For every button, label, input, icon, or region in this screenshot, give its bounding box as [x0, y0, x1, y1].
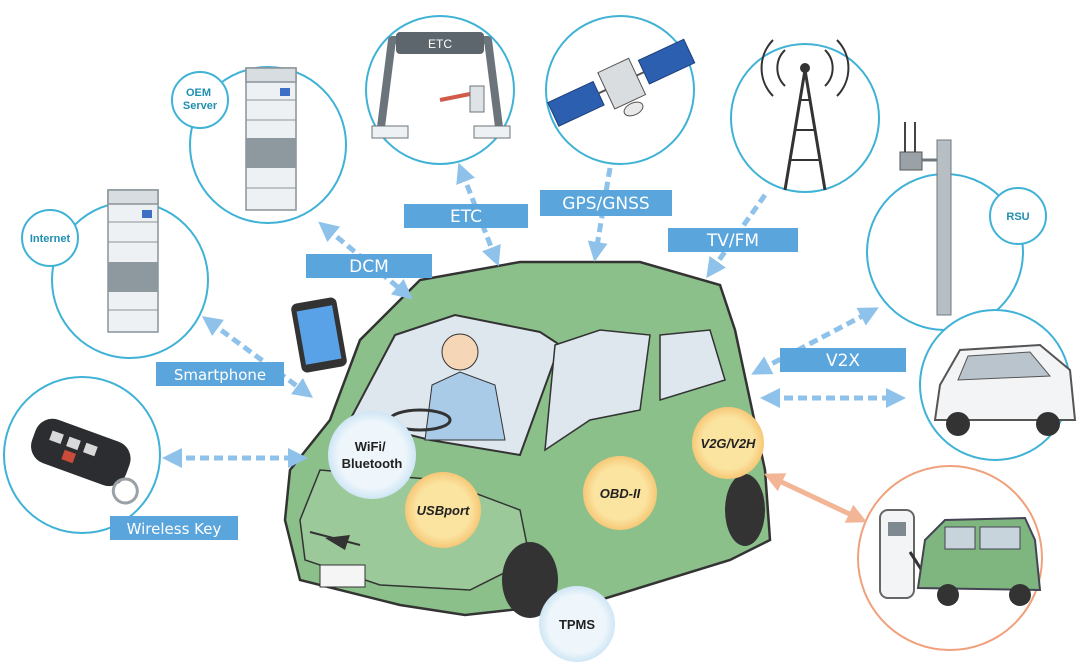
- oem-server-node: OEM Server: [171, 66, 347, 224]
- suv-icon: [933, 343, 1077, 436]
- etc-label-box: ETC: [404, 204, 528, 228]
- v2g-arrow: [763, 473, 868, 523]
- rsu-label: RSU: [1006, 211, 1029, 223]
- usb-label: USBport: [417, 503, 470, 518]
- internet-node: Internet: [21, 189, 209, 359]
- dcm-arrow: [318, 221, 413, 300]
- smartphone-icon: [291, 297, 347, 373]
- satellite-icon: [547, 38, 696, 127]
- obd-port: OBD-II: [583, 456, 657, 530]
- charging-station-node: [857, 465, 1043, 651]
- smartphone-label-box: Smartphone: [156, 362, 284, 386]
- wireless-key-node: [3, 376, 161, 534]
- server-tower-icon: [245, 67, 297, 211]
- satellite-node: [545, 15, 696, 165]
- driver-figure: [424, 333, 506, 441]
- roadside-pole-icon: [899, 122, 952, 316]
- dcm-label-box: DCM: [306, 254, 432, 278]
- wireless-key-label: Wireless Key: [127, 520, 222, 538]
- v2x-label-box: V2X: [780, 348, 906, 372]
- smartphone-arrow: [201, 316, 314, 398]
- usb-port: USBport: [405, 472, 481, 548]
- key-fob-icon: [31, 418, 139, 505]
- tvfm-label-box: TV/FM: [668, 228, 798, 252]
- etc-gate-label: ETC: [428, 37, 452, 51]
- tpms-label: TPMS: [559, 617, 595, 632]
- v2g-port: V2G/V2H: [692, 407, 764, 479]
- other-vehicle-node: [919, 309, 1077, 461]
- gps-label: GPS/GNSS: [562, 194, 649, 214]
- tpms-port: TPMS: [539, 586, 615, 662]
- v2x-label: V2X: [826, 351, 860, 371]
- tvfm-label: TV/FM: [706, 231, 759, 251]
- etc-node: ETC: [365, 15, 515, 165]
- connection-arrows: [162, 162, 906, 468]
- toll-gate-icon: ETC: [371, 32, 511, 139]
- dcm-label: DCM: [349, 257, 389, 277]
- etc-label: ETC: [450, 207, 482, 227]
- wireless-key-label-box: Wireless Key: [110, 516, 238, 540]
- broadcast-node: [730, 39, 880, 193]
- v2x-rsu-arrow: [751, 307, 879, 375]
- rsu-node: RSU: [866, 122, 1047, 331]
- license-plate: [319, 564, 366, 588]
- wifi-bluetooth-port: WiFi/ Bluetooth: [328, 411, 416, 499]
- oem-server-label: OEM Server: [183, 87, 218, 112]
- gps-label-box: GPS/GNSS: [540, 190, 672, 216]
- internet-label: Internet: [30, 233, 71, 245]
- bluetooth-label: Bluetooth: [342, 456, 403, 471]
- obd-label: OBD-II: [600, 486, 641, 501]
- radio-tower-icon: [760, 39, 850, 191]
- server-tower-icon: [107, 189, 159, 333]
- v2g-label: V2G/V2H: [701, 436, 757, 451]
- svg-text:WiFi/ Bluetooth: WiFi/ Bluetooth: [342, 439, 403, 471]
- small-car-icon: [916, 516, 1042, 606]
- wifi-label: WiFi/: [355, 439, 386, 454]
- smartphone-label: Smartphone: [174, 366, 266, 384]
